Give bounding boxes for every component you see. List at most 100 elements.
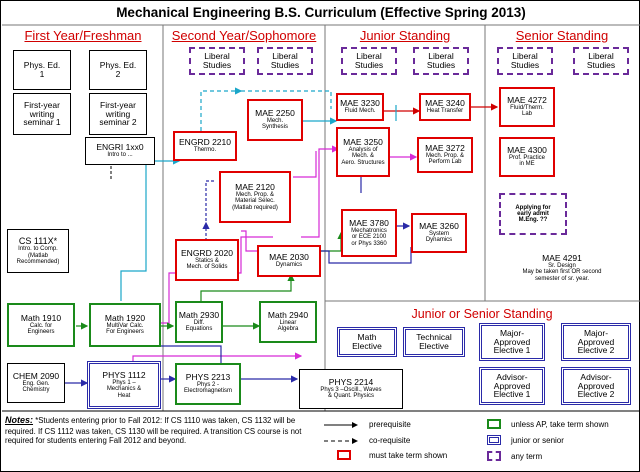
course-line: Approved xyxy=(493,380,531,391)
legend-unless-ap: unless AP, take term shown xyxy=(511,420,609,429)
connector xyxy=(120,157,181,301)
page-title: Mechanical Engineering B.S. Curriculum (… xyxy=(116,5,526,20)
course-mae4300[interactable]: MAE 4300 Prof. Practice in ME xyxy=(499,137,555,177)
course-line: Intro. to Comp. xyxy=(18,246,58,253)
course-line: PHYS 1112 xyxy=(102,370,146,381)
course-line: 2 xyxy=(115,69,121,79)
freshman-heading: First Year/Freshman xyxy=(24,28,142,43)
course-line: 1 xyxy=(39,69,45,79)
course-mae3260[interactable]: MAE 3260 System Dynamics xyxy=(411,213,467,253)
course-line: Liberal xyxy=(272,51,298,62)
liberal-studies-1[interactable]: Liberal Studies xyxy=(189,47,245,75)
course-cs111x[interactable]: CS 111X* Intro. to Comp. (Matlab Recomme… xyxy=(7,229,69,273)
course-line: Phys 3 –Oscill., Waves xyxy=(320,387,382,394)
course-line: M.Eng. ?? xyxy=(518,217,548,224)
course-phys-ed-2[interactable]: Phys. Ed. 2 xyxy=(89,50,147,90)
course-line: seminar 1 xyxy=(23,117,61,128)
course-line: Chemistry xyxy=(22,387,50,394)
legend-prerequisite: prerequisite xyxy=(369,420,411,429)
course-line: Phys 2 - xyxy=(196,382,219,389)
course-line: PHYS 2213 xyxy=(185,372,231,383)
major-approved-elective-2[interactable]: Major- Approved Elective 2 xyxy=(561,323,631,361)
course-phys1112[interactable]: PHYS 1112 Phys 1 – Mechanics & Heat xyxy=(87,361,161,409)
course-engrd2210[interactable]: ENGRD 2210 Thermo. xyxy=(173,131,237,161)
course-fws-1[interactable]: First-year writing seminar 1 xyxy=(13,93,71,135)
course-line: Fluid/Therm. xyxy=(510,105,544,112)
course-phys-ed-1[interactable]: Phys. Ed. 1 xyxy=(13,50,71,90)
course-line: Approved xyxy=(577,380,615,391)
course-line: Liberal xyxy=(588,51,614,62)
course-line: seminar 2 xyxy=(99,117,137,128)
course-line: Algebra xyxy=(277,326,299,333)
major-approved-elective-1[interactable]: Major- Approved Elective 1 xyxy=(479,323,545,361)
connector xyxy=(341,175,362,193)
course-mae3240[interactable]: MAE 3240 Heat Transfer xyxy=(419,93,471,121)
course-line: MAE 3230 xyxy=(340,98,380,109)
course-mae3230[interactable]: MAE 3230 Fluid Mech. xyxy=(336,93,384,121)
liberal-studies-3[interactable]: Liberal Studies xyxy=(341,47,397,75)
advisor-approved-elective-1[interactable]: Advisor- Approved Elective 1 xyxy=(479,367,545,405)
course-engrd2020[interactable]: ENGRD 2020 Statics & Mech. of Solids xyxy=(175,239,239,281)
course-line: & Quant. Physics xyxy=(327,393,375,400)
course-math2940[interactable]: Math 2940 Linear Algebra xyxy=(259,301,317,343)
course-line: Aero. Structures xyxy=(341,159,385,166)
legend-red-box xyxy=(337,450,351,460)
math-elective[interactable]: Math Elective xyxy=(337,327,397,357)
course-line: Elective xyxy=(419,341,449,351)
course-line: Math 2940 xyxy=(267,310,309,321)
liberal-studies-5[interactable]: Liberal Studies xyxy=(497,47,553,75)
course-line: Statics & xyxy=(195,258,219,265)
course-line: Elective 2 xyxy=(577,345,615,356)
course-chem2090[interactable]: CHEM 2090 Eng. Gen. Chemistry xyxy=(7,363,65,403)
course-line: Elective xyxy=(352,341,382,351)
course-phys2214[interactable]: PHYS 2214 Phys 3 –Oscill., Waves & Quant… xyxy=(299,369,403,409)
course-line: Math 1910 xyxy=(20,313,62,324)
course-math1910[interactable]: Math 1910 Calc. for Engineers xyxy=(7,303,75,347)
course-line: Mech. of Solids xyxy=(186,264,228,271)
course-line: Elective 1 xyxy=(493,345,531,356)
legend-junior-senior: junior or senior xyxy=(511,436,564,445)
legend-corequisite: co-requisite xyxy=(369,436,411,445)
course-phys2213[interactable]: PHYS 2213 Phys 2 - Electromagnetism xyxy=(175,363,241,405)
advisor-approved-elective-2[interactable]: Advisor- Approved Elective 2 xyxy=(561,367,631,405)
course-line: early admit xyxy=(517,210,549,217)
course-line: MAE 3260 xyxy=(419,221,459,232)
course-line: Analysis of xyxy=(348,147,378,154)
technical-elective[interactable]: Technical Elective xyxy=(403,327,465,357)
course-mae3250[interactable]: MAE 3250 Analysis of Mech. & Aero. Struc… xyxy=(336,127,390,177)
course-mae3780[interactable]: MAE 3780 Mechatronics or ECE 2100 or Phy… xyxy=(341,209,397,257)
notes-text: *Students entering prior to Fall 2012: I… xyxy=(5,416,302,446)
course-mae3272[interactable]: MAE 3272 Mech. Prop. & Perform Lab xyxy=(417,137,473,173)
course-mae2250[interactable]: MAE 2250 Mech. Synthesis xyxy=(247,99,303,141)
course-mae4291[interactable]: MAE 4291 Sr. Design May be taken first O… xyxy=(495,243,629,293)
meng-early-admit[interactable]: Applying for early admit M.Eng. ?? xyxy=(499,193,567,235)
course-line: Math 1920 xyxy=(104,313,146,324)
legend-purple-box xyxy=(487,451,501,461)
course-line: Electromagnetism xyxy=(183,388,233,395)
course-math2930[interactable]: Math 2930 Diff. Equations xyxy=(175,301,223,343)
liberal-studies-2[interactable]: Liberal Studies xyxy=(257,47,313,75)
course-line: CS 111X* xyxy=(18,235,58,246)
course-line: MAE 3780 xyxy=(349,218,389,229)
course-line: MAE 2030 xyxy=(269,252,309,263)
liberal-studies-6[interactable]: Liberal Studies xyxy=(573,47,629,75)
connector xyxy=(301,145,340,238)
liberal-studies-4[interactable]: Liberal Studies xyxy=(413,47,469,75)
course-line: Mechanics & xyxy=(106,386,142,393)
course-fws-2[interactable]: First-year writing seminar 2 xyxy=(89,93,147,135)
course-line: Sr. Design xyxy=(548,263,576,270)
course-mae2120[interactable]: MAE 2120 Mech. Prop. & Material Selec. (… xyxy=(219,171,291,223)
course-line: Heat xyxy=(117,392,131,399)
course-line: Studies xyxy=(510,60,540,70)
course-mae2030[interactable]: MAE 2030 Dynamics xyxy=(257,245,321,277)
course-line: Math xyxy=(357,332,377,343)
course-engri[interactable]: ENGRI 1xx0 Intro to ... xyxy=(85,137,155,165)
connector xyxy=(200,87,243,131)
course-math1920[interactable]: Math 1920 MultiVar Calc. For Engineers xyxy=(89,303,161,347)
course-mae4272[interactable]: MAE 4272 Fluid/Therm. Lab xyxy=(499,87,555,127)
course-line: System xyxy=(428,231,449,238)
course-line: ENGRI 1xx0 xyxy=(96,142,144,153)
senior-heading: Senior Standing xyxy=(515,28,609,43)
course-line: MultiVar Calc. xyxy=(106,323,144,330)
